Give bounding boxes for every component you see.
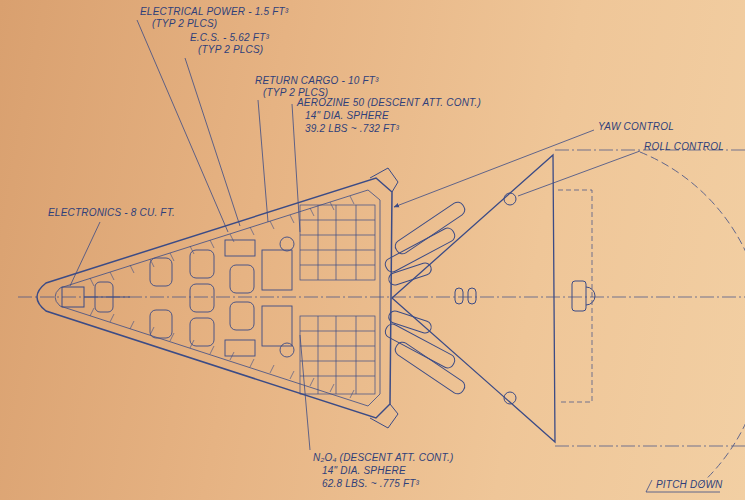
valve-symbol — [455, 288, 463, 304]
leader-line — [292, 104, 300, 232]
callout-label: 62.8 LBS. ~ .775 FT³ — [322, 478, 419, 490]
dashed-outline — [558, 190, 592, 402]
leader-line — [258, 100, 268, 222]
blueprint-lines — [18, 20, 745, 492]
callout-label: RETURN CARGO - 10 FT³ — [255, 75, 379, 87]
equipment-box — [262, 306, 292, 346]
callout-label: ELECTRONICS - 8 CU. FT. — [48, 207, 175, 219]
callout-label: YAW CONTROL — [598, 121, 674, 133]
callout-label: ROLL CONTROL — [644, 141, 724, 153]
nozzle-cylinder — [393, 200, 467, 256]
compartment-box — [300, 205, 375, 280]
callout-label: PITCH DOWN — [656, 479, 722, 491]
crew-seats — [95, 237, 294, 357]
lifting-body-outline — [37, 178, 392, 418]
nozzle-symbol — [586, 287, 595, 305]
leader-line — [185, 58, 240, 226]
equipment-box — [225, 240, 255, 256]
compartments — [300, 205, 375, 394]
seat-symbol — [230, 302, 254, 330]
callout-label: 39.2 LBS ~ .732 FT³ — [305, 123, 399, 135]
equipment-box — [262, 250, 292, 290]
inner-structure — [55, 190, 380, 406]
nozzle-symbol — [572, 281, 586, 311]
nozzle-cylinder — [383, 226, 457, 274]
callout-label: ELECTRICAL POWER - 1.5 FT³ — [140, 6, 288, 18]
hatching — [90, 308, 354, 398]
center-line — [18, 297, 745, 298]
callout-label: 14" DIA. SPHERE — [305, 110, 389, 122]
thruster-symbol — [504, 193, 516, 205]
seat-symbol — [150, 258, 172, 286]
grid-lines — [300, 205, 375, 280]
callout-label: N₂O₄ (DESCENT ATT. CONT.) — [313, 452, 453, 464]
fin-outline — [370, 168, 398, 192]
callout-label: E.C.S. - 5.62 FT³ — [190, 32, 269, 44]
nozzle-cylinder — [387, 261, 433, 286]
seat-symbol — [230, 265, 254, 293]
equipment-box — [225, 340, 255, 356]
leader-line — [518, 151, 640, 196]
fin-outline — [370, 404, 398, 428]
compartment-box — [300, 316, 375, 394]
dashed-arc — [640, 152, 745, 485]
electronics-box — [62, 287, 84, 307]
nozzle-group — [383, 200, 467, 396]
seat-symbol — [190, 318, 214, 346]
thruster-symbol — [504, 392, 516, 404]
callout-label: AEROZINE 50 (DESCENT ATT. CONT.) — [297, 97, 481, 109]
leader-line — [394, 130, 594, 207]
callout-label: 14" DIA. SPHERE — [322, 465, 406, 477]
valve-symbol — [468, 288, 476, 304]
nozzle-cylinder — [383, 322, 457, 370]
nozzle-cylinder — [393, 340, 467, 396]
leader-line — [70, 222, 100, 286]
leader-line — [300, 335, 310, 450]
callout-label: (TYP 2 PLCS) — [198, 44, 263, 56]
leader-lines — [70, 20, 720, 492]
bulkhead-line — [84, 297, 130, 298]
seat-symbol — [190, 250, 214, 278]
seat-symbol — [150, 310, 172, 338]
grid-lines — [300, 316, 375, 394]
callout-label: (TYP 2 PLCS) — [152, 18, 217, 30]
reference-line — [555, 446, 745, 447]
tank-symbol — [280, 237, 294, 251]
nozzle-cylinder — [387, 309, 433, 334]
seat-symbol — [190, 284, 214, 312]
seat-symbol — [95, 282, 113, 312]
